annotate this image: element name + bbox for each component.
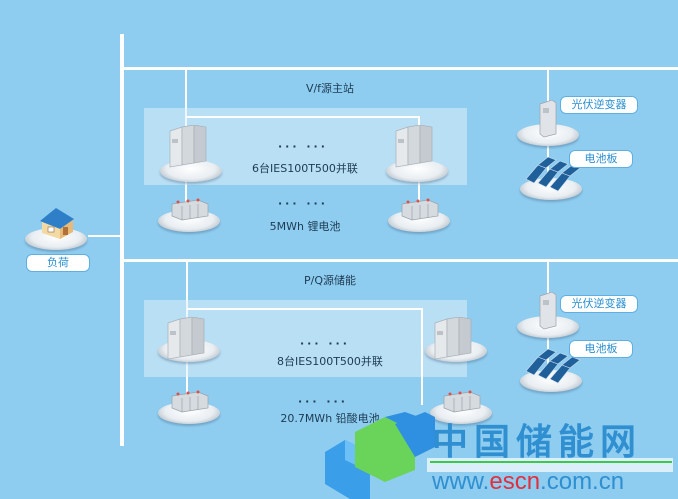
battery-pack-icon (443, 390, 481, 413)
pv-top-inverter-label: 光伏逆变器 (560, 96, 638, 114)
pv-bottom-inverter-label: 光伏逆变器 (560, 295, 638, 313)
watermark-url-suffix: .com.cn (540, 468, 625, 495)
pq-battery-dots: ··· ··· (298, 395, 348, 408)
pq-pcs-dots: ··· ··· (300, 337, 350, 350)
pq-battery-label: 20.7MWh 铅酸电池 (280, 412, 380, 425)
vf-battery-dots: ··· ··· (278, 197, 328, 210)
solar-panel-icon (525, 157, 581, 192)
house-icon (40, 208, 74, 239)
vf-pcs-label: 6台IES100T500并联 (252, 162, 358, 175)
watermark-logo-icon (325, 412, 435, 499)
vf-battery-label: 5MWh 锂电池 (269, 220, 341, 233)
pq-section-title: P/Q源储能 (304, 274, 356, 287)
pq-pcs-label: 8台IES100T500并联 (277, 355, 383, 368)
vf-bus-horizontal (122, 67, 678, 70)
pv-bottom-panel-plate (520, 370, 582, 392)
load-plate (25, 228, 87, 250)
watermark-url-brand: escn (489, 468, 541, 495)
pcs-cabinet-icon (434, 317, 472, 360)
vf-pcs-dots: ··· ··· (278, 140, 328, 153)
pq-drop-right (421, 308, 423, 405)
main-bus-vertical (120, 34, 124, 446)
pq-bus-horizontal (122, 259, 678, 262)
load-label: 负荷 (26, 254, 90, 272)
watermark-url-prefix: www. (432, 468, 490, 495)
watermark-title: 中国储能网 (432, 421, 643, 463)
vf-section-title: V/f源主站 (305, 82, 355, 95)
battery-pack-icon (171, 198, 209, 221)
vf-inner-bus (186, 116, 420, 118)
pcs-cabinet-icon (167, 317, 205, 360)
pq-inner-bus (187, 308, 423, 310)
battery-pack-icon (401, 198, 439, 221)
watermark-green-line (430, 461, 672, 463)
watermark-url: www.escn.com.cn (432, 468, 624, 496)
pv-top-panel-label: 电池板 (569, 150, 633, 168)
pv-inverter-icon (539, 292, 557, 330)
pcs-cabinet-icon (169, 125, 207, 168)
solar-panel-icon (525, 349, 581, 384)
battery-pack-icon (171, 390, 209, 413)
pv-inverter-icon (539, 100, 557, 138)
pv-bottom-panel-label: 电池板 (569, 340, 633, 358)
load-connector (88, 235, 122, 237)
pcs-cabinet-icon (395, 125, 433, 168)
pv-top-panel-plate (520, 178, 582, 200)
